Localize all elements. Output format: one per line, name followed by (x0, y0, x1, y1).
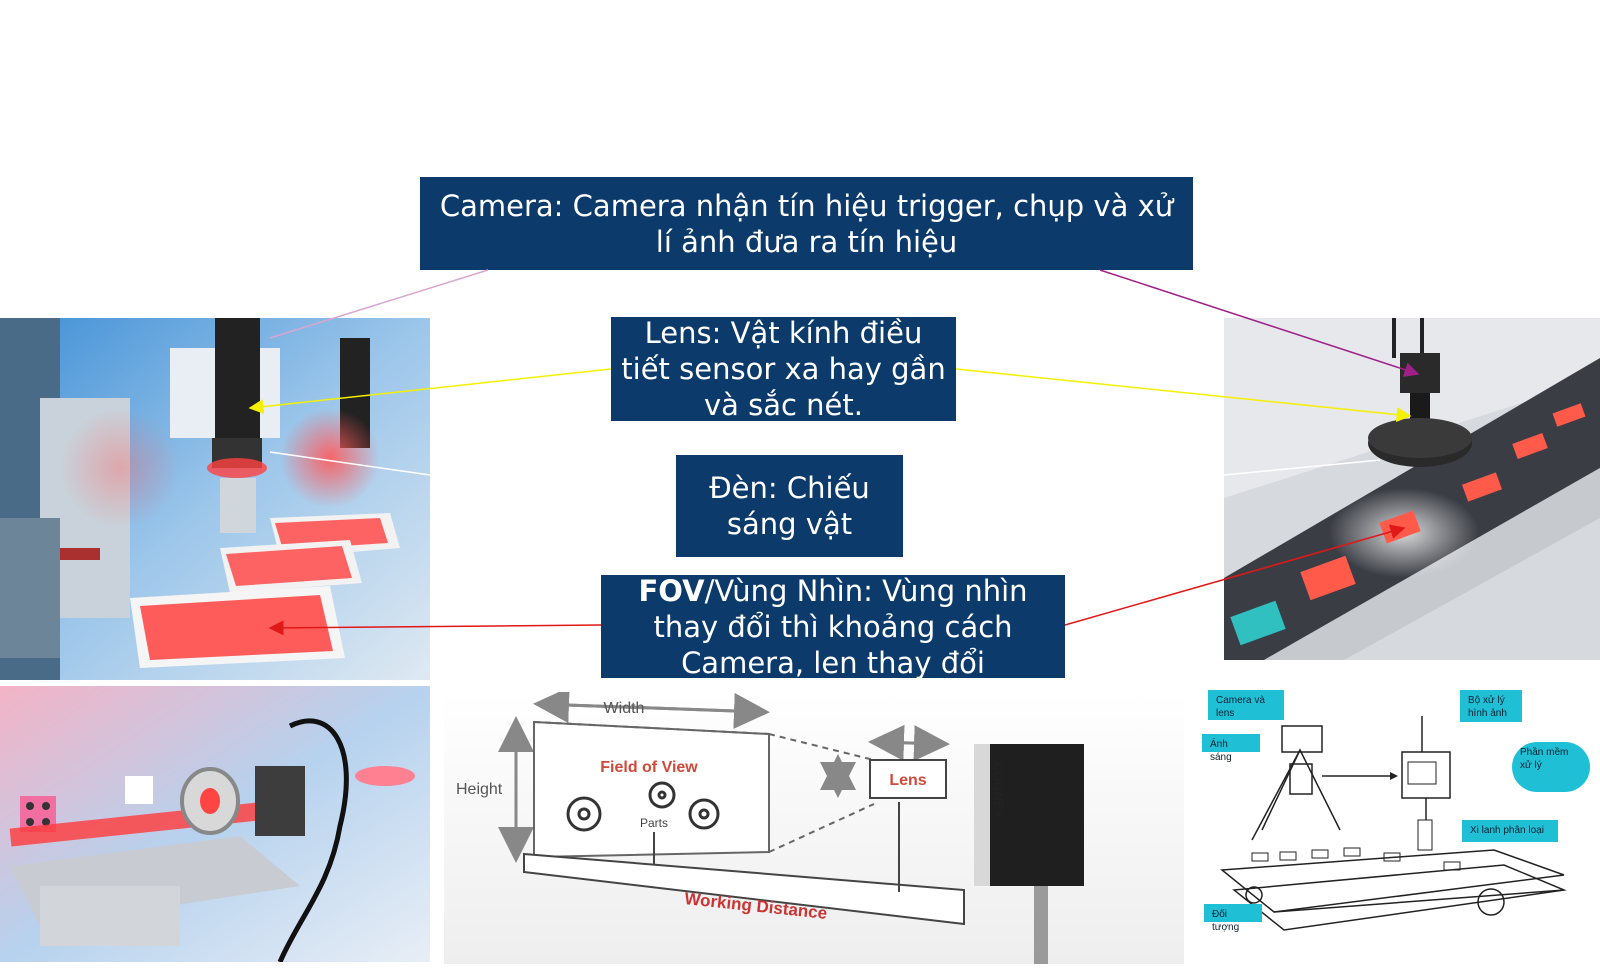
parts-label: Parts (640, 816, 668, 830)
callout-cylinder: Xi lanh phân loại (1462, 820, 1558, 842)
callout-software: Phần mềm xử lý (1512, 742, 1590, 792)
inspection-system-diagram: Camera và lens Bộ xử lý hình ảnh Ánh sán… (1194, 690, 1600, 962)
callout-object: Đối tượng (1204, 904, 1262, 933)
callout-cylinder-text: Xi lanh phân loại (1470, 825, 1544, 836)
callout-camera-lens: Camera và lens (1208, 690, 1284, 720)
cognex-brand: COGNEX (991, 762, 1006, 819)
height-label: Height (456, 781, 503, 798)
camera-ring-light-photo (0, 686, 430, 962)
camera-description-text: Camera: Camera nhận tín hiệu trigger, ch… (439, 188, 1174, 259)
callout-light: Ánh sáng (1202, 734, 1260, 763)
lens-label: Lens (889, 772, 926, 789)
fov-diagram-svg: Width Height Field of View Parts Lens (444, 687, 1184, 964)
fov-description-rest: /Vùng Nhìn: Vùng nhìn thay đổi thì khoản… (653, 573, 1028, 680)
lens-description-box: Lens: Vật kính điều tiết sensor xa hay g… (611, 316, 956, 422)
conveyor-belt (1220, 849, 1565, 913)
light-description-text: Đèn: Chiếu sáng vật (709, 471, 870, 541)
camera-body (984, 744, 1084, 886)
conveyor-camera-photo (1224, 318, 1600, 660)
field-of-view-label: Field of View (600, 759, 698, 776)
camera-housing (1281, 725, 1323, 753)
gear-icon (566, 796, 602, 832)
callout-processor: Bộ xử lý hình ảnh (1460, 690, 1522, 722)
callout-camera-lens-text: Camera và lens (1216, 695, 1265, 719)
callout-light-text: Ánh sáng (1210, 739, 1232, 763)
fov-description-text: FOV/Vùng Nhìn: Vùng nhìn thay đổi thì kh… (609, 573, 1057, 681)
machine-vision-line-photo (0, 318, 430, 680)
fov-description-box: FOV/Vùng Nhìn: Vùng nhìn thay đổi thì kh… (601, 573, 1065, 681)
fov-diagram: Width Height Field of View Parts Lens (444, 687, 1184, 964)
inspection-system-svg (1220, 716, 1567, 931)
callout-object-text: Đối tượng (1212, 909, 1240, 933)
width-label: Width (604, 700, 645, 717)
light-description-box: Đèn: Chiếu sáng vật (676, 455, 903, 557)
gear-icon-small (648, 781, 676, 809)
gear-icon-right (688, 798, 720, 830)
callout-software-text: Phần mềm xử lý (1520, 747, 1569, 771)
lens-box (869, 759, 947, 799)
lens-description-text: Lens: Vật kính điều tiết sensor xa hay g… (621, 316, 946, 422)
callout-processor-text: Bộ xử lý hình ảnh (1468, 695, 1507, 719)
working-distance-bar (523, 852, 965, 926)
camera-description-box: Camera: Camera nhận tín hiệu trigger, ch… (420, 177, 1193, 270)
fov-bold-term: FOV (638, 573, 705, 608)
